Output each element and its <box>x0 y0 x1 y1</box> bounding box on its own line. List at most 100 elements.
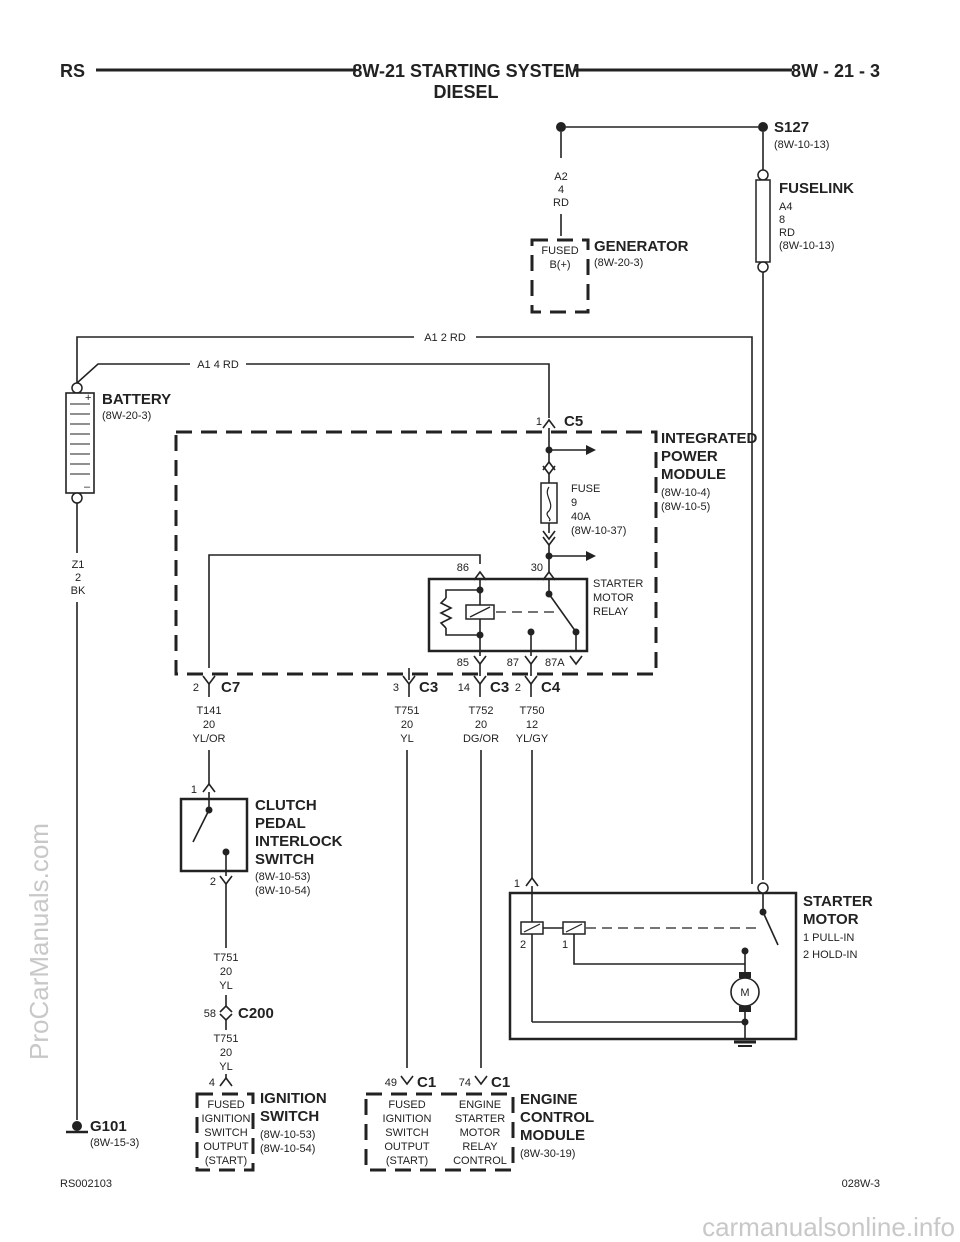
ecm-c1-label-a: C1 <box>417 1074 436 1091</box>
s127-ref: (8W-10-13) <box>774 139 829 151</box>
t750-color: YL/GY <box>516 733 549 745</box>
relay-pin-30: 30 <box>531 562 543 574</box>
ecm-ref: (8W-30-19) <box>520 1148 575 1160</box>
starter-motor: 1 STARTER MOTOR 1 PULL-IN 2 HOLD-IN 2 1 … <box>508 876 873 1047</box>
t752-color: DG/OR <box>463 733 499 745</box>
t751-lower-circuit: T751 <box>213 952 238 964</box>
generator-feed: S127 (8W-10-13) A2 4 RD FUSED B(+) GENER… <box>530 119 829 314</box>
ignition-switch-box <box>195 1092 255 1172</box>
t751-lower-color: YL <box>219 980 232 992</box>
coil-1-label: 1 <box>562 939 568 951</box>
ecm-title-line3: MODULE <box>520 1127 585 1144</box>
clutch-pin-bottom: 2 <box>210 876 216 888</box>
g101-label: G101 <box>90 1118 127 1135</box>
engine-control-module: 49 C1 74 C1 FUSED IGNITION SWITCH OUTPUT… <box>364 1074 594 1172</box>
ecm-c1-label-b: C1 <box>491 1074 510 1091</box>
ecm-pin-49: 49 <box>385 1077 397 1089</box>
t751-gauge: 20 <box>401 719 413 731</box>
t751-bottom-color: YL <box>219 1061 232 1073</box>
ignition-box-line1: FUSED <box>207 1099 244 1111</box>
ecm-a-line1: FUSED <box>388 1099 425 1111</box>
side-watermark: ProCarManuals.com <box>24 823 54 1060</box>
ecm-title-line2: CONTROL <box>520 1109 594 1126</box>
relay-pin-86: 86 <box>457 562 469 574</box>
clutch-pin-top: 1 <box>191 784 197 796</box>
ecm-a-line2: IGNITION <box>383 1113 432 1125</box>
ecm-a-line3: SWITCH <box>385 1127 428 1139</box>
ground-wire-gauge: 2 <box>75 572 81 584</box>
fuselink-title: FUSELINK <box>779 180 854 197</box>
battery: + – BATTERY (8W-20-3) Z1 2 BK <box>65 382 171 1120</box>
a1-2-label: A1 2 RD <box>424 332 466 344</box>
ecm-pin-74: 74 <box>459 1077 471 1089</box>
ignition-ref1: (8W-10-53) <box>260 1129 315 1141</box>
ignition-box-line3: SWITCH <box>204 1127 247 1139</box>
ipm-box <box>174 430 658 676</box>
c7-pin: 2 <box>193 682 199 694</box>
starter-title-line1: STARTER <box>803 893 873 910</box>
starter-note-pull-in: 1 PULL-IN <box>803 932 854 944</box>
header-page-ref: 8W - 21 - 3 <box>791 61 880 81</box>
fuse-number: 9 <box>571 497 577 509</box>
ecm-b-line1: ENGINE <box>459 1099 501 1111</box>
generator-ref: (8W-20-3) <box>594 257 643 269</box>
battery-title: BATTERY <box>102 391 171 408</box>
clutch-title-line4: SWITCH <box>255 851 314 868</box>
generator-title: GENERATOR <box>594 238 689 255</box>
ignition-pin: 4 <box>209 1077 215 1089</box>
relay-title-line3: RELAY <box>593 606 629 618</box>
ignition-switch: 4 FUSED IGNITION SWITCH OUTPUT (START) I… <box>195 1076 327 1172</box>
starter-motor-relay-box <box>427 577 589 653</box>
ecm-b-line5: CONTROL <box>453 1155 507 1167</box>
ecm-title-line1: ENGINE <box>520 1091 578 1108</box>
header-subtitle: DIESEL <box>433 82 498 102</box>
c200-pin: 58 <box>204 1008 216 1020</box>
fuselink-gauge: 8 <box>779 214 785 226</box>
ignition-box-line2: IGNITION <box>202 1113 251 1125</box>
t751-color: YL <box>400 733 413 745</box>
c3-pin-14: 14 <box>458 682 470 694</box>
clutch-pedal-interlock-switch: 1 2 CLUTCH PEDAL INTERLOCK SWITCH (8W-10… <box>179 782 343 1078</box>
ignition-title-line1: IGNITION <box>260 1090 327 1107</box>
a1-4-label: A1 4 RD <box>197 359 239 371</box>
ground-wire-color: BK <box>71 585 86 597</box>
fuse-rating: 40A <box>571 511 591 523</box>
clutch-title-line3: INTERLOCK <box>255 833 343 850</box>
generator-splice-dot <box>556 122 566 132</box>
c3-label-b: C3 <box>490 679 509 696</box>
bottom-watermark: carmanualsonline.info <box>702 1212 955 1242</box>
s127-label: S127 <box>774 119 809 136</box>
c3-pin-3: 3 <box>393 682 399 694</box>
ipm-title-line2: POWER <box>661 448 718 465</box>
battery-body <box>65 392 95 494</box>
relay-pin-85: 85 <box>457 657 469 669</box>
c4-pin: 2 <box>515 682 521 694</box>
c5-pin: 1 <box>536 416 542 428</box>
c7-label: C7 <box>221 679 240 696</box>
generator-box <box>530 238 590 314</box>
ecm-b-line3: MOTOR <box>460 1127 501 1139</box>
ignition-ref2: (8W-10-54) <box>260 1143 315 1155</box>
t752-gauge: 20 <box>475 719 487 731</box>
ecm-b-line2: STARTER <box>455 1113 505 1125</box>
c5-label: C5 <box>564 413 583 430</box>
starter-note-hold-in: 2 HOLD-IN <box>803 949 857 961</box>
header-title: 8W-21 STARTING SYSTEM <box>352 61 579 81</box>
c200-label: C200 <box>238 1005 274 1022</box>
fuselink-ref: (8W-10-13) <box>779 240 834 252</box>
fuselink-body <box>755 179 771 263</box>
fuse-label: FUSE <box>571 483 600 495</box>
clutch-title-line2: PEDAL <box>255 815 306 832</box>
t750-circuit: T750 <box>519 705 544 717</box>
ecm-a-line4: OUTPUT <box>384 1141 430 1153</box>
a1-wires: A1 2 RD A1 4 RD <box>76 332 753 880</box>
ground-symbol <box>72 1121 82 1131</box>
t751-bottom-gauge: 20 <box>220 1047 232 1059</box>
generator-wire-gauge: 4 <box>558 184 564 196</box>
fuselink-color: RD <box>779 227 795 239</box>
generator-wire-circuit: A2 <box>554 171 567 183</box>
t751-circuit: T751 <box>394 705 419 717</box>
ecm-a-line5: (START) <box>386 1155 428 1167</box>
ecm-b-line4: RELAY <box>462 1141 498 1153</box>
